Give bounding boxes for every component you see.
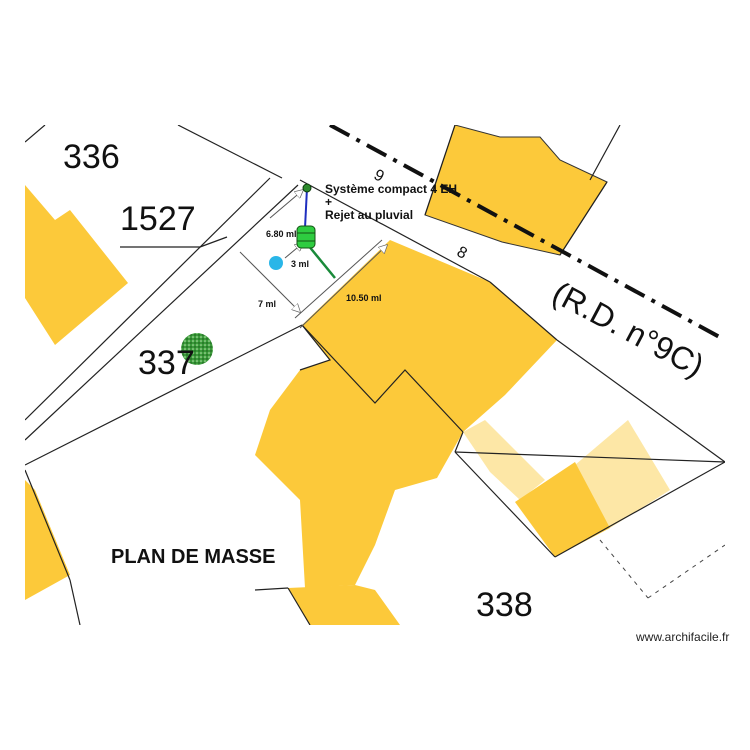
tree-icon [181,333,213,365]
annex-orange [515,462,610,557]
system-annotation-line1: Système compact 4 EH [325,182,457,196]
annex-light-right [575,420,670,528]
measurement-7: 7 ml [258,299,276,309]
measurement-6-80: 6.80 ml [266,229,297,239]
parcel-337-label: 337 [138,344,195,382]
system-annotation-line3: Rejet au pluvial [325,208,413,222]
system-annotation-line2: + [325,195,332,209]
dashed-boundary [599,539,725,599]
building-main [255,240,557,588]
road-label: (R.D. n°9C) [547,274,710,384]
parcel-8-label: 8 [454,243,470,262]
measurement-3: 3 ml [291,259,309,269]
well-marker [269,256,283,270]
plan-title: PLAN DE MASSE [111,546,275,568]
parcel-1527-label: 1527 [120,200,196,238]
parcel-336-label: 336 [63,138,120,176]
building-bottom-left [25,480,70,600]
outlet-point [302,183,312,193]
parcel-338-label: 338 [476,586,533,624]
building-bottom-center [288,585,400,625]
road-axis [329,125,725,342]
pipe-blue [304,187,308,229]
parcel-boundaries [25,125,725,625]
annex-light-left [463,420,545,500]
compact-system-tank [296,225,316,249]
watermark: www.archifacile.fr [635,630,729,644]
measurement-10-50: 10.50 ml [346,293,382,303]
pipe-green [307,244,336,279]
building-left-1527 [25,185,128,345]
